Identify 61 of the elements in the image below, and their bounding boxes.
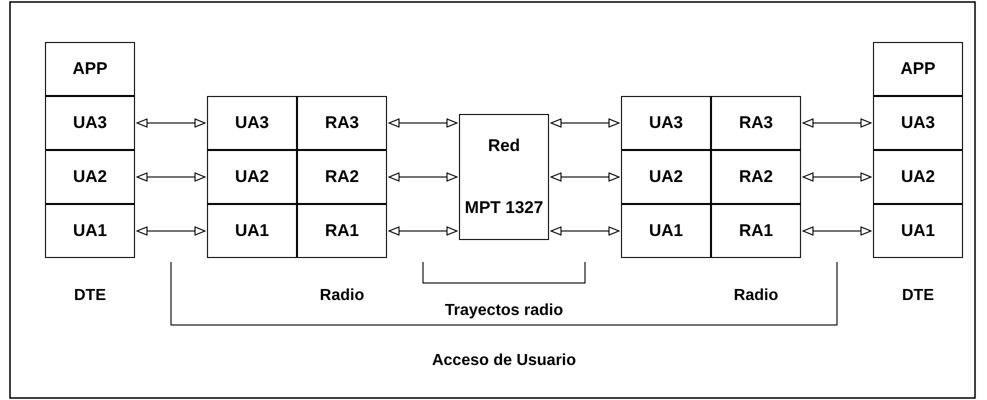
layer-label: RA2	[738, 167, 773, 187]
arrow	[388, 118, 458, 128]
layer-box	[45, 96, 135, 150]
layer-label: UA2	[648, 167, 683, 187]
arrow	[802, 118, 872, 128]
layer-label: UA3	[648, 113, 683, 133]
layer-box	[873, 150, 963, 204]
layer-label: APP	[72, 59, 108, 79]
layer-label: UA2	[72, 167, 107, 187]
layer-box	[297, 204, 387, 258]
layer-label: RA1	[324, 221, 359, 241]
arrow	[136, 226, 206, 236]
layer-box	[207, 150, 297, 204]
layer-box	[621, 96, 711, 150]
layer-label: RA2	[324, 167, 359, 187]
layer-label: UA2	[234, 167, 269, 187]
arrow	[802, 172, 872, 182]
layer-box	[297, 96, 387, 150]
layer-box	[873, 42, 963, 96]
layer-box	[621, 204, 711, 258]
bracket-label: Acceso de Usuario	[432, 352, 576, 370]
layer-box	[459, 114, 549, 240]
stack-caption: Radio	[734, 287, 778, 305]
layer-box	[207, 96, 297, 150]
layer-label: UA1	[72, 221, 107, 241]
layer-box	[711, 204, 801, 258]
arrow	[388, 226, 458, 236]
bracket-label: Trayectos radio	[444, 302, 564, 320]
arrow	[550, 118, 620, 128]
layer-label: RA3	[738, 113, 773, 133]
layer-label: MPT 1327	[464, 198, 544, 218]
layer-box	[45, 42, 135, 96]
layer-label: APP	[900, 59, 936, 79]
layer-label: UA1	[900, 221, 935, 241]
layer-label: Red	[488, 136, 520, 156]
layer-label: UA2	[900, 167, 935, 187]
layer-label: UA3	[900, 113, 935, 133]
layer-box	[45, 150, 135, 204]
stack-caption: Radio	[320, 287, 364, 305]
arrow	[550, 226, 620, 236]
layer-label: UA3	[234, 113, 269, 133]
layer-label: RA1	[738, 221, 773, 241]
layer-box	[207, 204, 297, 258]
layer-label: RA3	[324, 113, 359, 133]
arrow	[388, 172, 458, 182]
layer-box	[873, 204, 963, 258]
layer-box	[297, 150, 387, 204]
layer-box	[873, 96, 963, 150]
arrow	[550, 172, 620, 182]
arrow	[136, 172, 206, 182]
stack-caption: DTE	[74, 287, 106, 305]
arrow	[136, 118, 206, 128]
stack-caption: DTE	[902, 287, 934, 305]
layer-box	[711, 150, 801, 204]
arrow	[802, 226, 872, 236]
layer-box	[45, 204, 135, 258]
layer-label: UA3	[72, 113, 107, 133]
layer-label: UA1	[234, 221, 269, 241]
layer-label: UA1	[648, 221, 683, 241]
layer-box	[711, 96, 801, 150]
layer-box	[621, 150, 711, 204]
